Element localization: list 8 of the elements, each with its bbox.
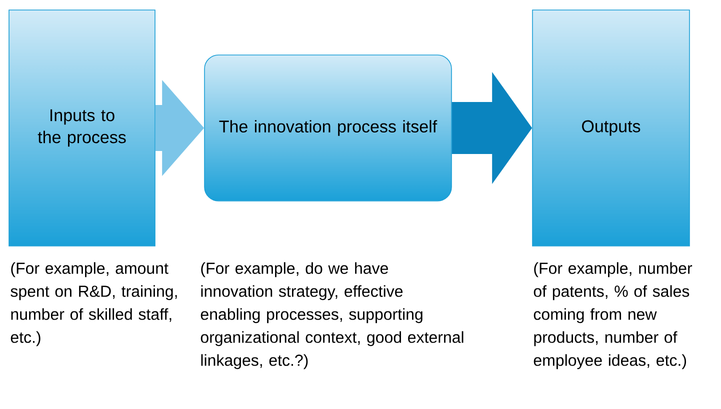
box: Inputs to the process bbox=[8, 10, 156, 246]
block-arrow bbox=[452, 72, 532, 184]
process-box: The innovation process itself bbox=[204, 54, 452, 202]
block-arrow bbox=[155, 80, 204, 176]
note-text: (For example, amount spent on R&D, training, number of skilled staff, etc.) bbox=[10, 262, 177, 346]
box: Outputs bbox=[532, 10, 690, 246]
note-text: (For example, number of patents, % of sales coming from new products, number of employee ideas, etc.) bbox=[534, 262, 692, 370]
note-text: (For example, do we have innovation strategy, effective enabling processes, supporting organizational context, good external linkages, etc.?) bbox=[200, 262, 464, 370]
